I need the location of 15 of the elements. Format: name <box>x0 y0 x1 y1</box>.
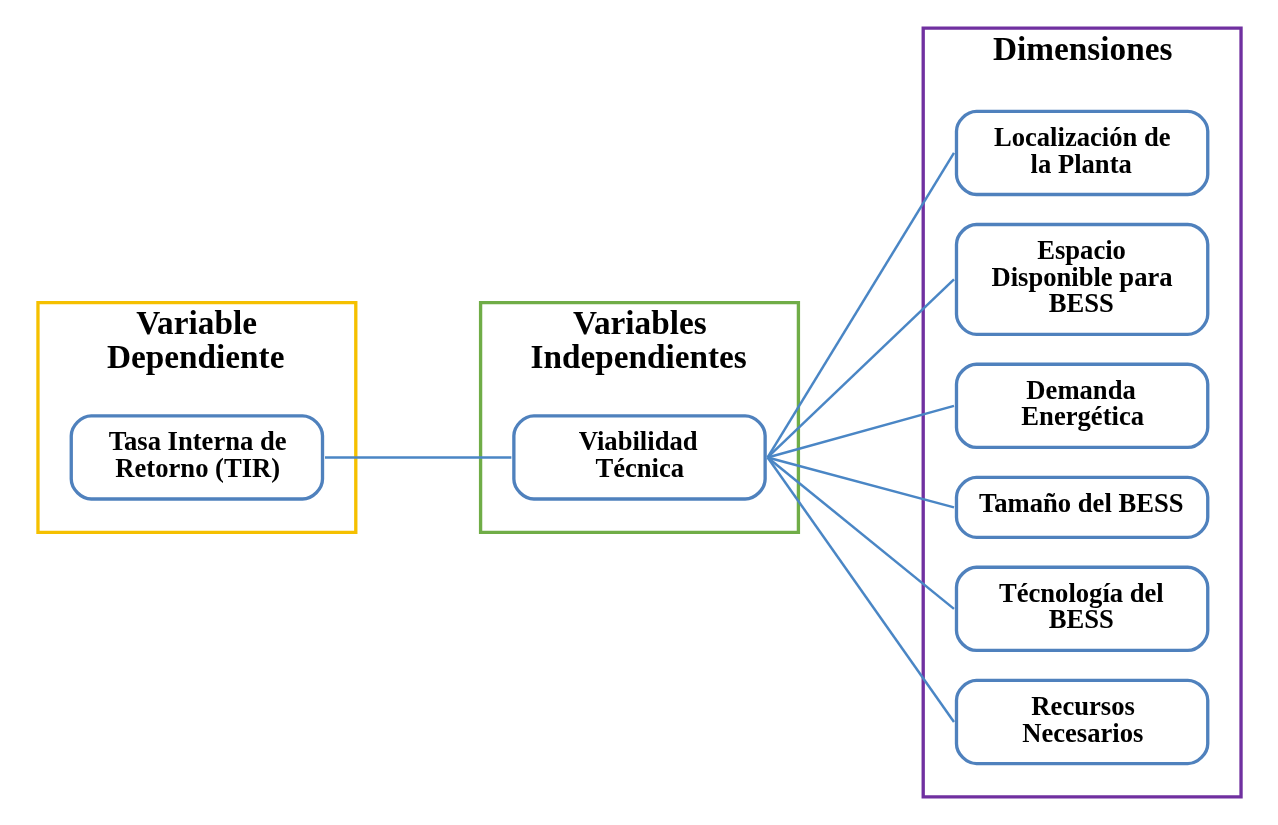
connector <box>766 456 954 509</box>
connector <box>766 404 954 459</box>
connector <box>766 456 955 610</box>
node-box: Viabilidad Técnica <box>511 414 767 501</box>
node-box: Localización de la Planta <box>954 109 1209 197</box>
node-box: Tamaño del BESS <box>954 475 1209 539</box>
node-box: Técnología del BESS <box>954 565 1209 653</box>
node-box: Demanda Energética <box>954 362 1209 450</box>
connector <box>324 456 511 459</box>
connector <box>766 152 955 459</box>
node-box: Tasa Interna de Retorno (TIR) <box>69 414 324 501</box>
node-box: Espacio Disponible para BESS <box>954 222 1209 336</box>
connector <box>766 278 955 459</box>
node-box: Recursos Necesarios <box>954 678 1209 766</box>
connector <box>766 456 955 723</box>
